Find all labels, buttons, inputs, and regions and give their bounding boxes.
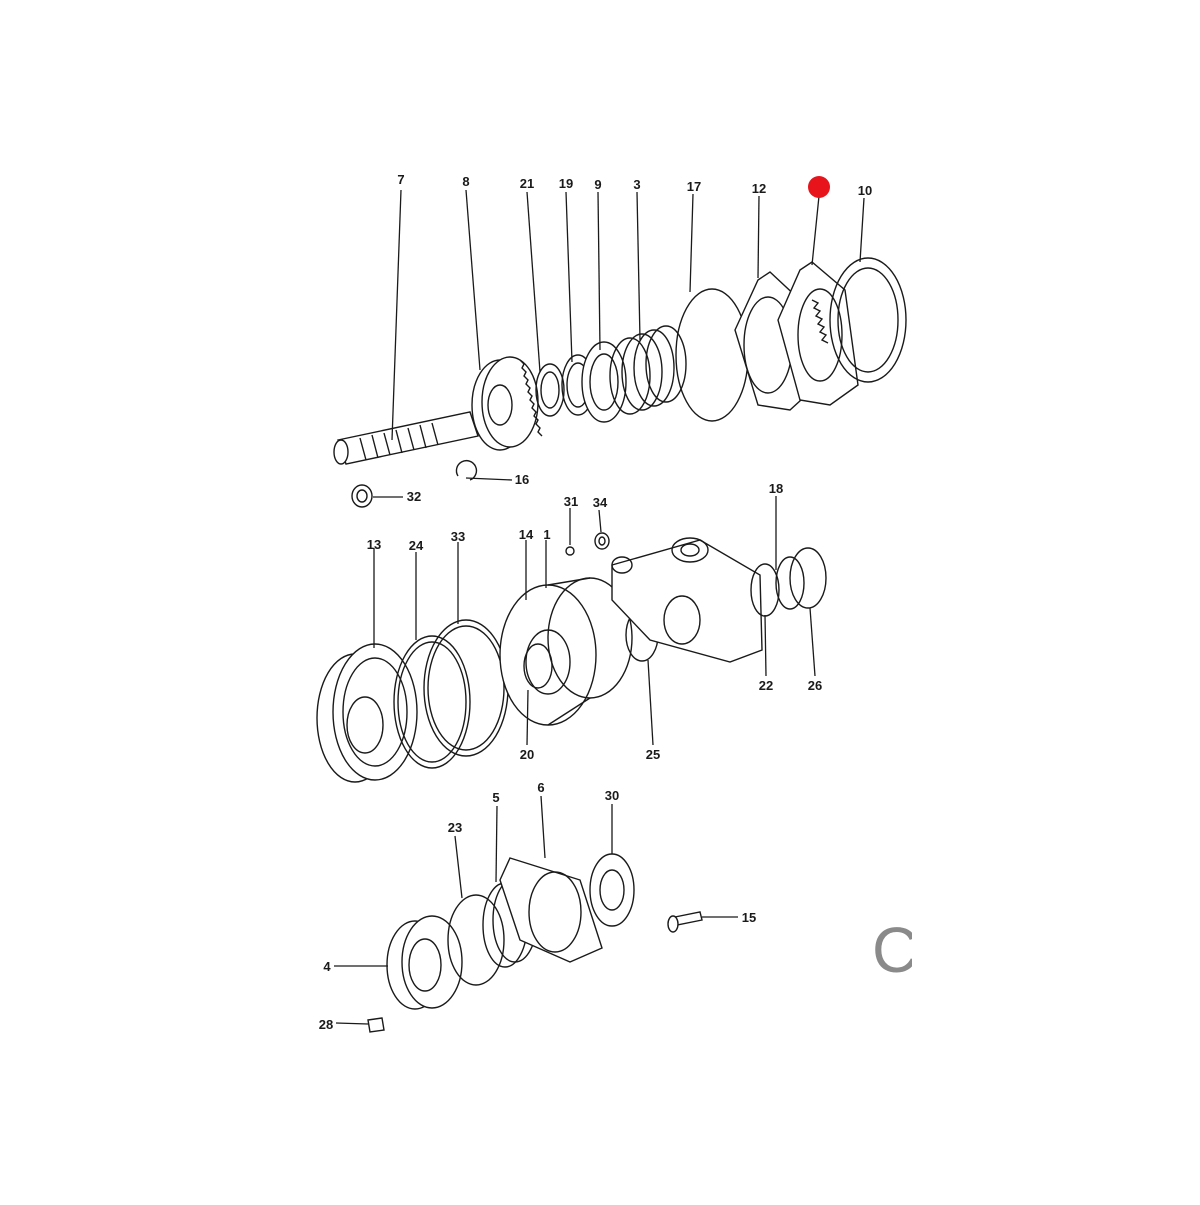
shaft-assembly — [333, 257, 907, 508]
part-label: 19 — [559, 176, 573, 191]
part-label: 16 — [515, 472, 529, 487]
part-label: 20 — [520, 747, 534, 762]
part-label: 34 — [593, 495, 608, 510]
leader-lines — [334, 189, 865, 1025]
part-label: 3 — [633, 177, 640, 192]
part-label: 30 — [605, 788, 619, 803]
part-label: 4 — [323, 959, 331, 974]
part-label: 18 — [769, 481, 783, 496]
bearing-cover-assembly — [367, 853, 703, 1033]
highlighted-part-marker — [808, 176, 830, 198]
part-label: 10 — [858, 183, 872, 198]
part-label: 25 — [646, 747, 660, 762]
part-labels: 7 8 21 19 9 3 17 12 10 16 32 31 34 18 13… — [319, 172, 872, 1032]
part-label: 14 — [519, 527, 534, 542]
part-label: 13 — [367, 537, 381, 552]
part-label: 8 — [462, 174, 469, 189]
part-label: 26 — [808, 678, 822, 693]
part-label: 28 — [319, 1017, 333, 1032]
part-label: 1 — [543, 527, 550, 542]
part-label: 7 — [397, 172, 404, 187]
part-label: 6 — [537, 780, 544, 795]
part-label: 21 — [520, 176, 534, 191]
part-label: 17 — [687, 179, 701, 194]
part-label: 12 — [752, 181, 766, 196]
part-label: 33 — [451, 529, 465, 544]
part-label: 32 — [407, 489, 421, 504]
part-label: 9 — [594, 177, 601, 192]
part-label: 5 — [492, 790, 499, 805]
part-label: 24 — [409, 538, 424, 553]
watermark-logo: C — [872, 918, 912, 982]
part-label: 23 — [448, 820, 462, 835]
clutch-housing-assembly — [316, 532, 827, 783]
part-label: 31 — [564, 494, 578, 509]
part-label: 15 — [742, 910, 756, 925]
part-label: 22 — [759, 678, 773, 693]
